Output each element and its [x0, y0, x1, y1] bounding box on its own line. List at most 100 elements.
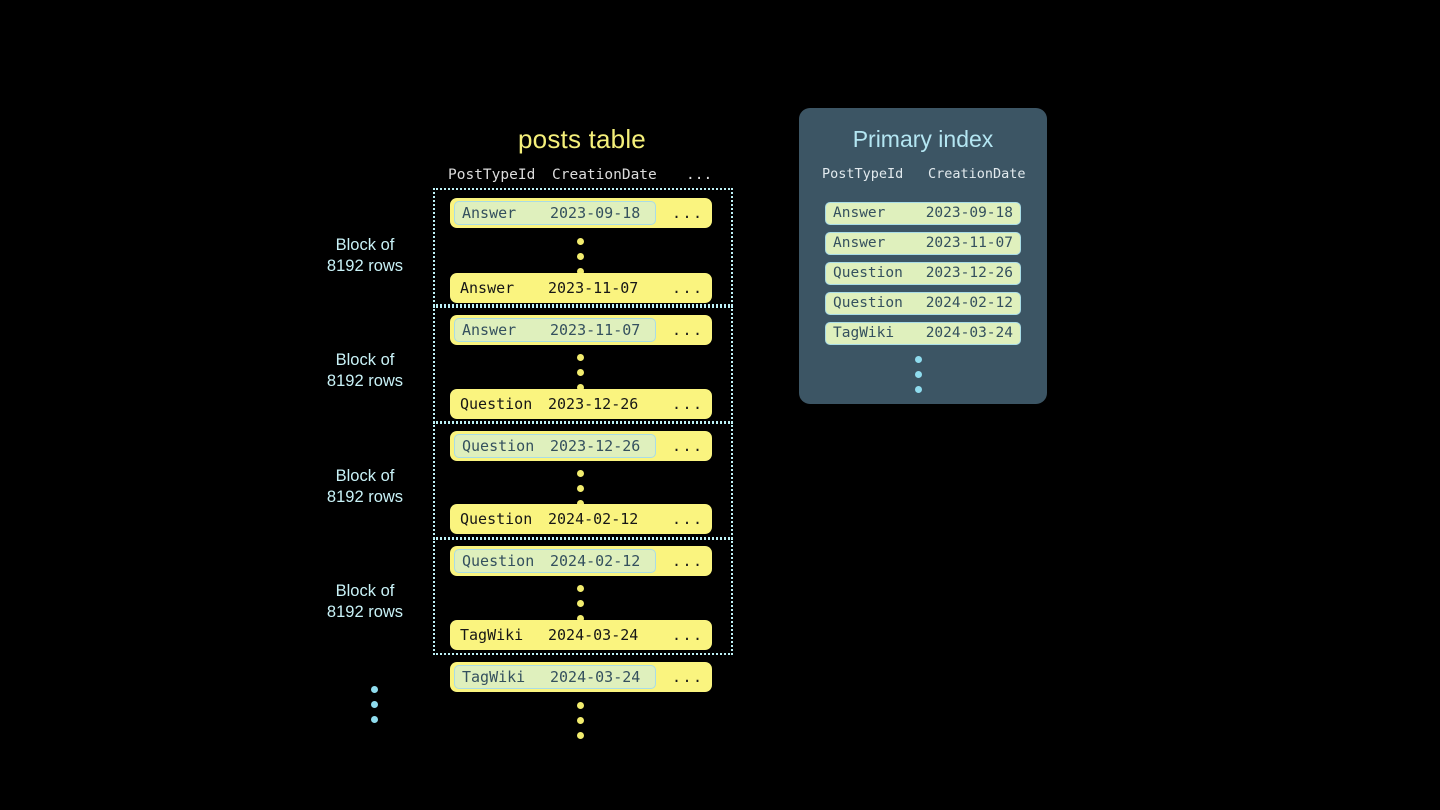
dot — [577, 268, 584, 275]
block-label-3: Block of 8192 rows — [300, 466, 430, 508]
row-ellipsis-vertical — [577, 354, 586, 399]
cell-ellipsis: ... — [672, 204, 704, 222]
column-header-posttypeid: PostTypeId — [448, 167, 536, 183]
block-label-1-line1: Block of — [335, 236, 395, 254]
index-cell-posttypeid: TagWiki — [833, 325, 895, 341]
cell-ellipsis: ... — [672, 279, 704, 297]
block-label-2: Block of 8192 rows — [300, 350, 430, 392]
key-chip — [454, 201, 656, 225]
table-row[interactable]: TagWiki 2024-03-24 ... — [450, 662, 712, 692]
cell-ellipsis: ... — [672, 668, 704, 686]
index-cell-creationdate: 2023-11-07 — [925, 235, 1013, 251]
dot — [577, 470, 584, 477]
index-cell-creationdate: 2023-12-26 — [925, 265, 1013, 281]
index-column-header-creationdate: CreationDate — [928, 166, 1026, 182]
cell-posttypeid: Question — [460, 510, 533, 528]
row-ellipsis-vertical — [577, 238, 586, 283]
index-row[interactable]: TagWiki 2024-03-24 — [825, 322, 1021, 345]
dot — [577, 717, 584, 724]
index-column-header-posttypeid: PostTypeId — [822, 166, 904, 182]
cell-posttypeid: Question — [460, 395, 533, 413]
table-ellipsis-vertical — [577, 702, 586, 747]
cell-creationdate: 2024-02-12 — [548, 510, 639, 528]
index-cell-posttypeid: Question — [833, 265, 903, 281]
cell-ellipsis: ... — [672, 510, 704, 528]
row-ellipsis-vertical — [577, 470, 586, 515]
column-header-creationdate: CreationDate — [552, 167, 657, 183]
block-label-4: Block of 8192 rows — [300, 581, 430, 623]
page-title: posts table — [518, 124, 646, 154]
dot — [577, 238, 584, 245]
block-label-3-line2: 8192 rows — [326, 488, 404, 506]
cell-posttypeid: Answer — [462, 204, 517, 222]
index-row[interactable]: Question 2024-02-12 — [825, 292, 1021, 315]
dot — [577, 615, 584, 622]
index-cell-posttypeid: Question — [833, 295, 903, 311]
dot — [371, 686, 378, 693]
dot — [577, 253, 584, 260]
table-row[interactable]: Answer 2023-09-18 ... — [450, 198, 712, 228]
block-label-1-line2: 8192 rows — [326, 257, 404, 275]
cell-posttypeid: Question — [462, 552, 535, 570]
table-row[interactable]: Answer 2023-11-07 ... — [450, 315, 712, 345]
cell-creationdate: 2024-02-12 — [550, 552, 641, 570]
dot — [577, 384, 584, 391]
table-row[interactable]: TagWiki 2024-03-24 ... — [450, 620, 712, 650]
dot — [915, 386, 922, 393]
index-cell-posttypeid: Answer — [833, 235, 886, 251]
table-row[interactable]: Question 2024-02-12 ... — [450, 546, 712, 576]
block-frame-1 — [433, 188, 733, 306]
table-row[interactable]: Question 2024-02-12 ... — [450, 504, 712, 534]
cell-ellipsis: ... — [672, 626, 704, 644]
index-row[interactable]: Question 2023-12-26 — [825, 262, 1021, 285]
cell-creationdate: 2023-11-07 — [550, 321, 641, 339]
posts-table-column-headers: PostTypeId CreationDate ... — [448, 167, 718, 187]
cell-posttypeid: TagWiki — [460, 626, 524, 644]
dot — [577, 702, 584, 709]
primary-index-title: Primary index — [852, 126, 994, 152]
index-cell-creationdate: 2024-03-24 — [925, 325, 1013, 341]
dot — [577, 500, 584, 507]
key-chip — [454, 549, 656, 573]
block-frame-4 — [433, 538, 733, 655]
cell-posttypeid: Answer — [462, 321, 517, 339]
key-chip — [454, 434, 656, 458]
dot — [577, 354, 584, 361]
dot — [577, 369, 584, 376]
dot — [371, 716, 378, 723]
dot — [915, 371, 922, 378]
cell-creationdate: 2023-12-26 — [548, 395, 639, 413]
cell-posttypeid: Question — [462, 437, 535, 455]
block-label-2-line2: 8192 rows — [326, 372, 404, 390]
cell-creationdate: 2023-11-07 — [548, 279, 639, 297]
cell-ellipsis: ... — [672, 395, 704, 413]
table-row[interactable]: Question 2023-12-26 ... — [450, 389, 712, 419]
primary-index-column-headers: PostTypeId CreationDate — [822, 166, 1032, 186]
index-row[interactable]: Answer 2023-09-18 — [825, 202, 1021, 225]
index-ellipsis-vertical — [915, 356, 924, 401]
table-row[interactable]: Question 2023-12-26 ... — [450, 431, 712, 461]
key-chip — [454, 665, 656, 689]
dot — [577, 600, 584, 607]
block-label-2-line1: Block of — [335, 351, 395, 369]
cell-creationdate: 2023-12-26 — [550, 437, 641, 455]
index-cell-creationdate: 2024-02-12 — [925, 295, 1013, 311]
dot — [915, 356, 922, 363]
blocks-ellipsis-vertical — [371, 686, 380, 731]
cell-ellipsis: ... — [672, 552, 704, 570]
block-label-4-line1: Block of — [335, 582, 395, 600]
cell-posttypeid: TagWiki — [462, 668, 526, 686]
key-chip — [454, 318, 656, 342]
block-label-1: Block of 8192 rows — [300, 235, 430, 277]
row-ellipsis-vertical — [577, 585, 586, 630]
block-label-4-line2: 8192 rows — [326, 603, 404, 621]
table-row[interactable]: Answer 2023-11-07 ... — [450, 273, 712, 303]
dot — [577, 485, 584, 492]
dot — [371, 701, 378, 708]
cell-creationdate: 2023-09-18 — [550, 204, 641, 222]
cell-creationdate: 2024-03-24 — [548, 626, 639, 644]
primary-index-panel: Primary index PostTypeId CreationDate An… — [799, 108, 1047, 404]
dot — [577, 732, 584, 739]
index-row[interactable]: Answer 2023-11-07 — [825, 232, 1021, 255]
